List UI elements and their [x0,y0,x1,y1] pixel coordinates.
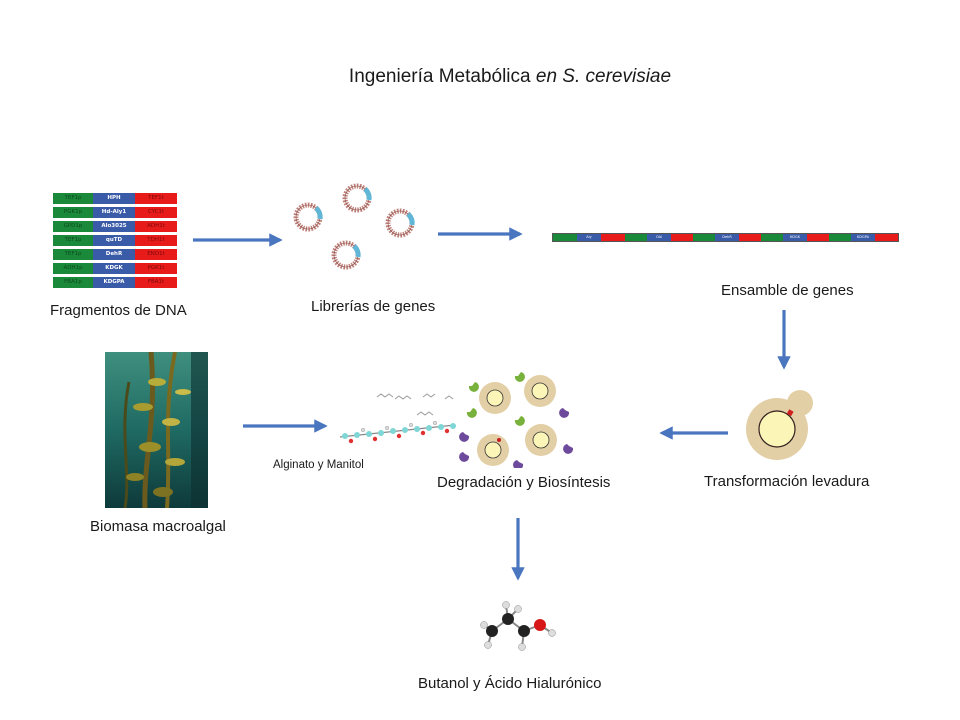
assembly-segment: OAl [647,234,671,241]
yeast-cell [479,382,511,414]
terminator-block: TEF1t [135,193,177,204]
gene-assembly-bar: Aly OAl DehR KDGK KDGPA [552,233,899,242]
alginate-molecule-graphic [339,393,456,444]
degradation-label: Degradación y Biosíntesis [437,474,611,491]
transformed-yeast-graphic [746,390,813,460]
plasmid-icon [296,205,320,229]
terminator-block: FBA1t [135,277,177,288]
yeast-cell [525,424,557,456]
promoter-block: ADH1p [53,263,93,274]
libraries-label: Librerías de genes [311,298,436,315]
gene-block: Hd-Aly1 [93,207,135,218]
promoter-block: GPD1p [53,221,93,232]
gene-block: KDGPA [93,277,135,288]
plasmid-icon [345,186,369,210]
plasmid-icon [334,243,358,267]
terminator-block: ADH1t [135,221,177,232]
promoter-block: TEF1p [53,249,93,260]
plasmid-library-graphic [285,175,425,285]
gene-block: DehR [93,249,135,260]
assembly-segment [625,234,647,241]
butanol-molecule-graphic [480,601,556,651]
assembly-label: Ensamble de genes [721,282,854,299]
gene-block: HPH [93,193,135,204]
assembly-segment: Aly [577,234,601,241]
gene-block: Alo3025 [93,221,135,232]
substrate-label: Alginato y Manitol [273,459,364,471]
assembly-segment [601,234,625,241]
assembly-segment [807,234,829,241]
assembly-segment: DehR [715,234,739,241]
assembly-segment [761,234,783,241]
terminator-block: ENO1t [135,249,177,260]
promoter-block: PGK1p [53,207,93,218]
title-main: Ingeniería Metabólica [348,66,536,87]
promoter-block: FBA1p [53,277,93,288]
assembly-segment [693,234,715,241]
promoter-block: TEF1p [53,235,93,246]
terminator-block: CYC1t [135,207,177,218]
fragments-label: Fragmentos de DNA [50,302,187,319]
plasmid-icon [388,211,412,235]
assembly-segment [671,234,693,241]
biomass-label: Biomasa macroalgal [90,518,226,535]
assembly-segment [739,234,761,241]
terminator-block: PGK1t [135,263,177,274]
gene-block: quTD [93,235,135,246]
macroalgae-image [105,352,208,508]
yeast-cells-graphic [459,372,574,468]
title-italic: en S. cerevisiae [535,66,672,87]
yeast-cell [524,375,556,407]
transformation-label: Transformación levadura [704,473,870,490]
assembly-segment: KDGPA [851,234,875,241]
assembly-segment [553,234,577,241]
yeast-cell [477,434,509,466]
promoter-block: TEF1p [53,193,93,204]
terminator-block: TDH1t [135,235,177,246]
assembly-segment: KDGK [783,234,807,241]
product-label: Butanol y Ácido Hialurónico [418,675,602,692]
assembly-segment [829,234,851,241]
gene-block: KDGK [93,263,135,274]
assembly-segment [875,234,898,241]
page-title: Ingeniería Metabólica en S. cerevisiae [0,66,960,88]
